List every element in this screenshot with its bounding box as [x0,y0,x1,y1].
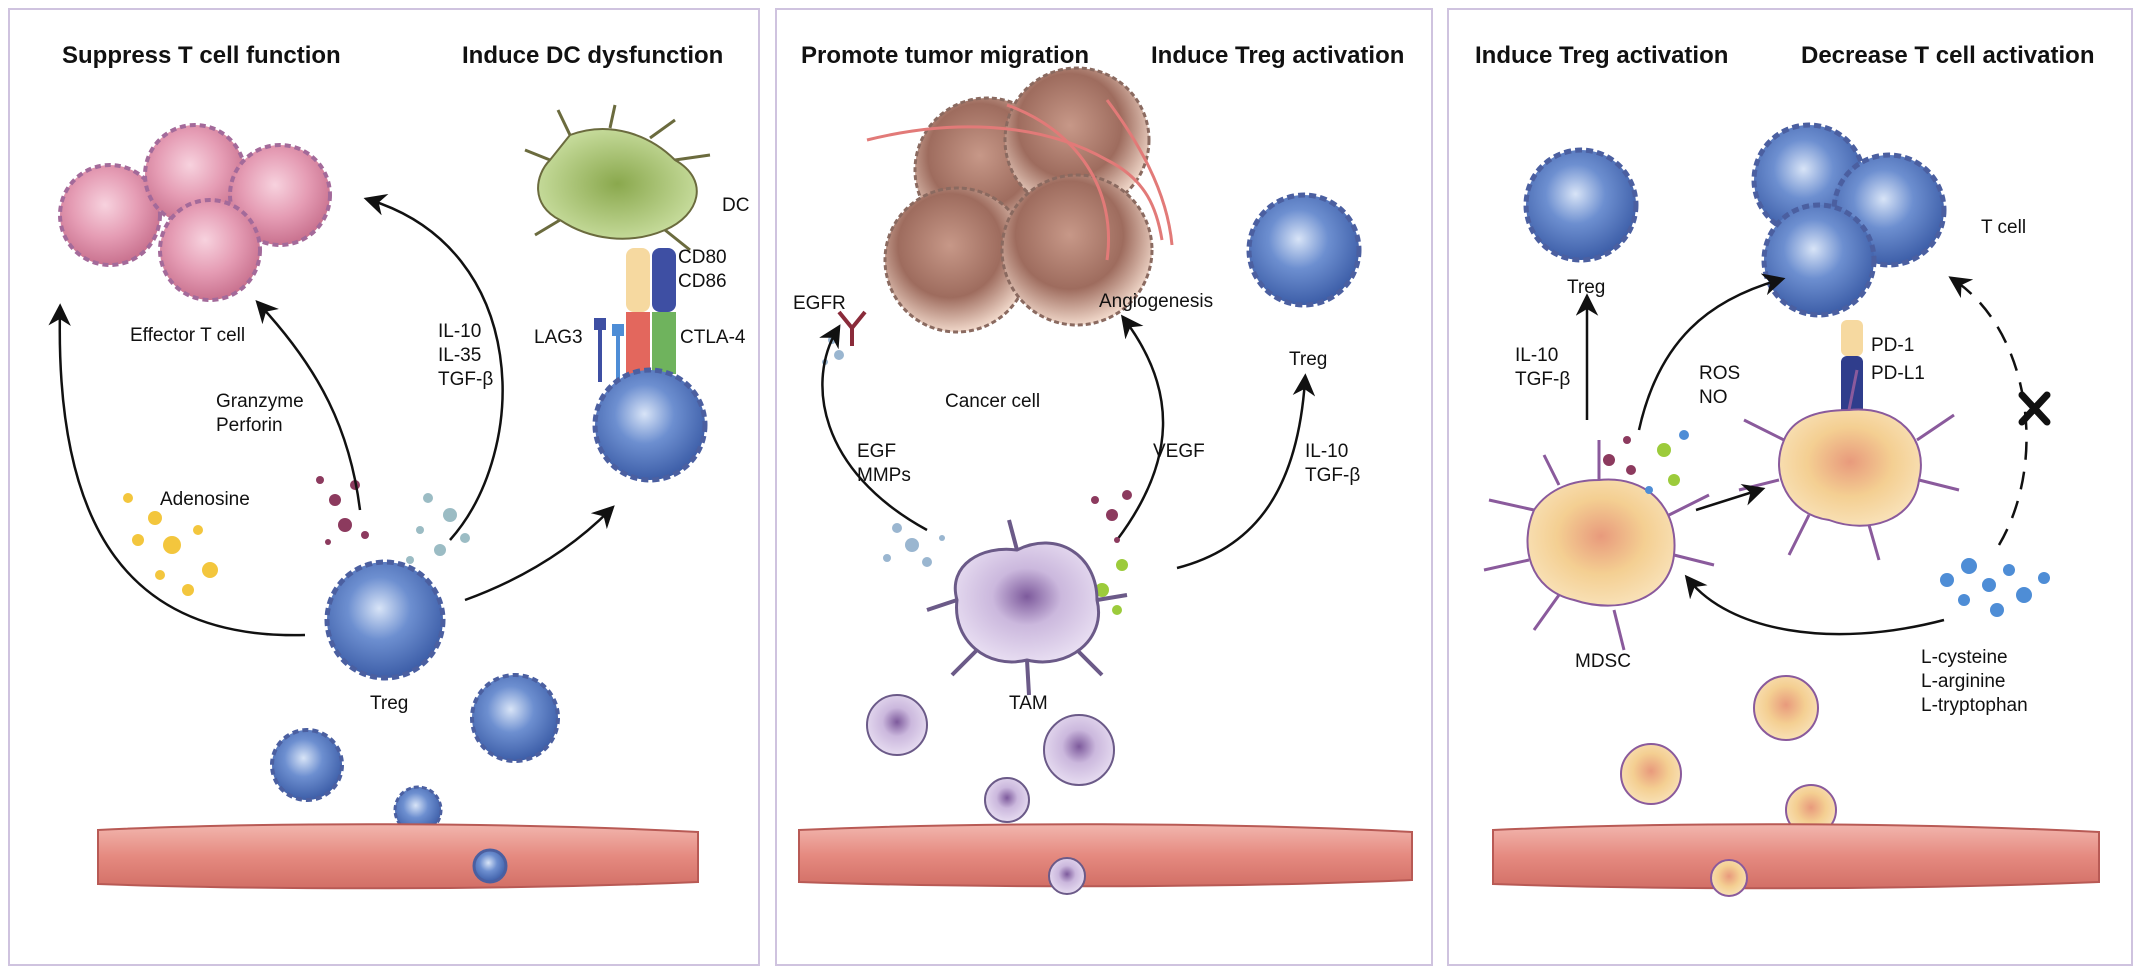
mdsc-cells-small [1620,675,1837,836]
egf-dots [883,523,945,567]
label-angiogenesis: Angiogenesis [1099,291,1214,312]
angiogenesis-vessels [866,99,1174,261]
vegf-dots [1091,490,1132,543]
label-cd80-cd86: CD80 CD86 [678,247,727,292]
treg-cell-dc [592,367,708,483]
label-effector-t-cell: Effector T cell [130,325,246,346]
label-dc: DC [722,195,750,216]
heading-suppress-t-cell: Suppress T cell function [62,42,341,69]
label-egf-mmps: EGF MMPs [857,441,911,486]
label-granzyme: Granzyme Perforin [216,391,304,436]
heading-decrease-t-cell: Decrease T cell activation [1801,42,2095,69]
label-il10-tgfb: IL-10 TGF-β [1305,441,1361,486]
dendritic-cell [524,104,711,374]
heading-promote-migration: Promote tumor migration [801,42,1090,69]
granzyme-dots [316,476,369,545]
cytokine-dots [406,493,470,564]
panel-mdsc-illustration [1483,122,2100,897]
label-lag3: LAG3 [534,327,583,348]
heading-induce-treg: Induce Treg activation [1151,42,1405,69]
label-cancer-cell: Cancer cell [945,391,1041,412]
treg-cell [1523,147,1639,263]
cancer-cell-cluster [883,66,1154,334]
label-amino-acids: L-cysteine L-arginine L-tryptophan [1921,647,2028,716]
lag3-receptor [594,318,624,382]
panel-treg: Suppress T cell function Induce DC dysfu… [8,8,760,966]
blood-vessel [1492,823,2100,890]
mdsc-cell-main [1483,440,1715,651]
label-pd1: PD-1 [1871,335,1915,356]
panel3-arrows [1575,273,1945,636]
panel-mdsc: Induce Treg activation Decrease T cell a… [1447,8,2133,966]
label-ros-no: ROS NO [1699,363,1741,408]
treg-cell-small [270,728,344,802]
amino-acid-dots [1940,558,2050,617]
tam-cell [926,519,1128,696]
panel1-arrows [48,193,615,637]
adenosine-dots [123,493,218,596]
label-ctla4: CTLA-4 [680,327,746,348]
heading-induce-dc: Induce DC dysfunction [462,42,724,69]
treg-cell-main [324,559,446,681]
blocked-arrow [1948,276,2028,546]
label-il10-tgfb: IL-10 TGF-β [1515,345,1571,390]
blood-vessel [798,823,1413,888]
block-x-icon [2018,391,2051,426]
label-treg: Treg [1289,349,1328,370]
treg-cell [1246,192,1362,308]
label-pdl1: PD-L1 [1871,363,1925,384]
label-adenosine: Adenosine [160,489,250,510]
label-cytokines: IL-10 IL-35 TGF-β [438,321,494,390]
egfr-receptor-icon [837,310,867,346]
tam-cell-vessel [1048,857,1086,895]
ros-no-dots [1603,430,1689,494]
treg-cell-small [470,673,560,763]
label-tam: TAM [1009,693,1048,714]
t-cell-cluster [1751,122,1947,318]
label-treg: Treg [370,693,409,714]
mdsc-cell-vessel [1710,859,1748,897]
effector-t-cell-cluster [58,123,332,302]
heading-induce-treg: Induce Treg activation [1475,42,1729,69]
panel-treg-illustration [48,104,711,890]
panel2-arrows [819,314,1316,570]
label-treg: Treg [1567,277,1606,298]
label-vegf: VEGF [1153,441,1205,462]
label-egfr: EGFR [793,293,846,314]
pd1-receptor [1841,320,1863,356]
treg-cell-vessel [472,848,508,884]
label-t-cell: T cell [1981,217,2027,238]
panel-tam-illustration [798,66,1413,895]
tam-cells-small [866,694,1115,823]
label-mdsc: MDSC [1575,651,1631,672]
blood-vessel [97,823,699,890]
panel-tam: Promote tumor migration Induce Treg acti… [775,8,1433,966]
pdl1-ligand [1841,356,1863,416]
